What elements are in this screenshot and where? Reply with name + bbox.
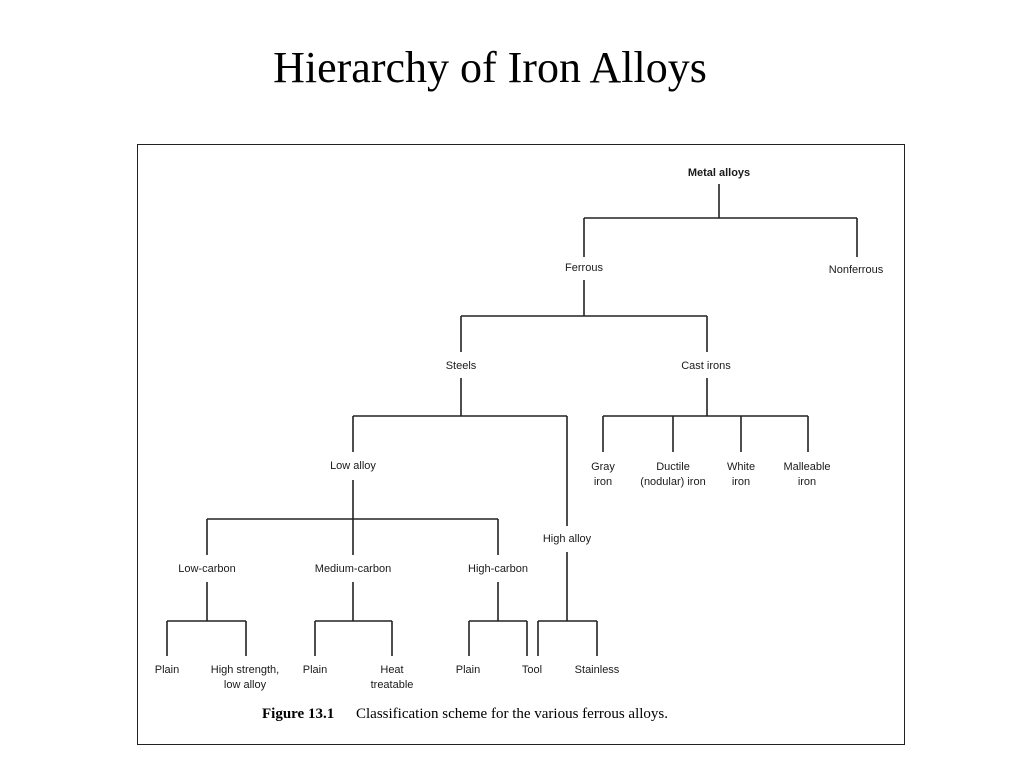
node-hsla-line2: low alloy: [224, 679, 267, 691]
node-low-alloy: Low alloy: [330, 460, 376, 472]
node-metal-alloys: Metal alloys: [688, 167, 750, 179]
node-tool: Tool: [522, 664, 542, 676]
node-ductile-iron-line2: (nodular) iron: [640, 476, 705, 488]
node-medium-carbon: Medium-carbon: [315, 563, 391, 575]
slide-title: Hierarchy of Iron Alloys: [273, 43, 707, 92]
node-high-carbon: High-carbon: [468, 563, 528, 575]
node-stainless: Stainless: [575, 664, 620, 676]
node-white-iron-line1: White: [727, 461, 755, 473]
node-malleable-iron-line2: iron: [798, 476, 816, 488]
node-ductile-iron-line1: Ductile: [656, 461, 690, 473]
caption-text: Classification scheme for the various fe…: [356, 706, 668, 722]
edge-ferrous: [460, 280, 708, 352]
caption-label: Figure 13.1: [262, 706, 334, 722]
node-heat-treatable-line2: treatable: [371, 679, 414, 691]
edge-low-alloy: [206, 480, 499, 555]
node-heat-treatable-line1: Heat: [380, 664, 403, 676]
figure-caption: Figure 13.1 Classification scheme for th…: [262, 706, 668, 722]
node-low-carbon: Low-carbon: [178, 563, 235, 575]
node-hsla-line1: High strength,: [211, 664, 279, 676]
edge-medium-carbon: [314, 582, 393, 656]
edge-high-carbon: [468, 582, 528, 656]
node-malleable-iron-line1: Malleable: [783, 461, 830, 473]
edge-root: [583, 184, 858, 257]
node-ferrous: Ferrous: [565, 262, 603, 274]
node-mc-plain: Plain: [303, 664, 327, 676]
edge-high-alloy: [537, 552, 598, 656]
figure-frame: [137, 144, 905, 745]
node-hc-plain: Plain: [456, 664, 480, 676]
tree-nodes: Metal alloys Ferrous Nonferrous Steels C…: [155, 167, 884, 691]
node-cast-irons: Cast irons: [681, 360, 731, 372]
node-nonferrous: Nonferrous: [829, 264, 884, 276]
tree-edges: [166, 184, 858, 656]
edge-low-carbon: [166, 582, 247, 656]
edge-steels: [352, 378, 568, 526]
node-gray-iron-line1: Gray: [591, 461, 615, 473]
edge-cast-irons: [602, 378, 809, 452]
node-lc-plain: Plain: [155, 664, 179, 676]
node-white-iron-line2: iron: [732, 476, 750, 488]
node-high-alloy: High alloy: [543, 533, 592, 545]
node-gray-iron-line2: iron: [594, 476, 612, 488]
node-steels: Steels: [446, 360, 477, 372]
